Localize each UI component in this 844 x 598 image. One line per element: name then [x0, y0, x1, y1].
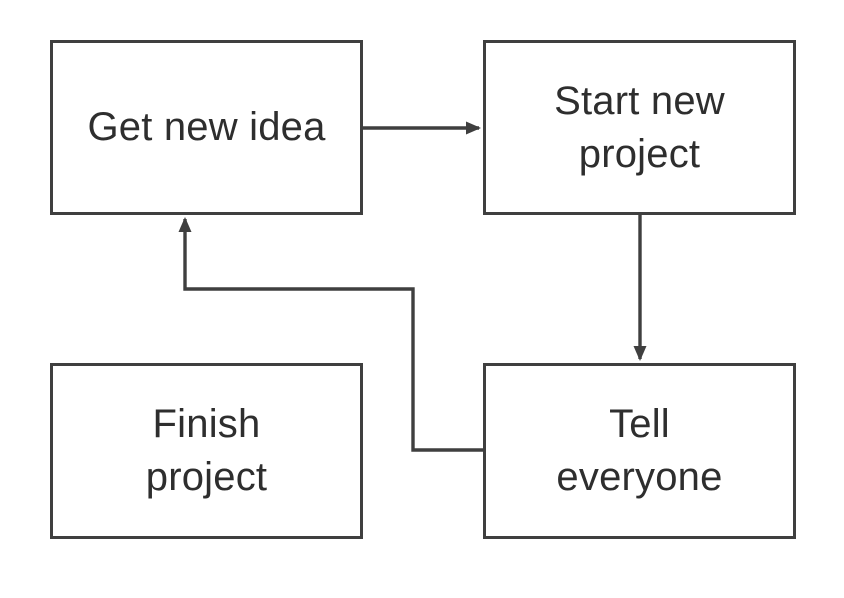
node-finish-project: Finish project — [50, 363, 363, 539]
node-start-new-project: Start new project — [483, 40, 796, 215]
node-tell-everyone-label: Tell everyone — [556, 402, 723, 499]
node-get-new-idea: Get new idea — [50, 40, 363, 215]
node-start-new-project-label: Start new project — [554, 78, 725, 176]
node-get-new-idea-label: Get new idea — [87, 105, 326, 150]
node-tell-everyone: Tell everyone — [483, 363, 796, 539]
node-finish-project-label: Finish project — [145, 402, 268, 499]
